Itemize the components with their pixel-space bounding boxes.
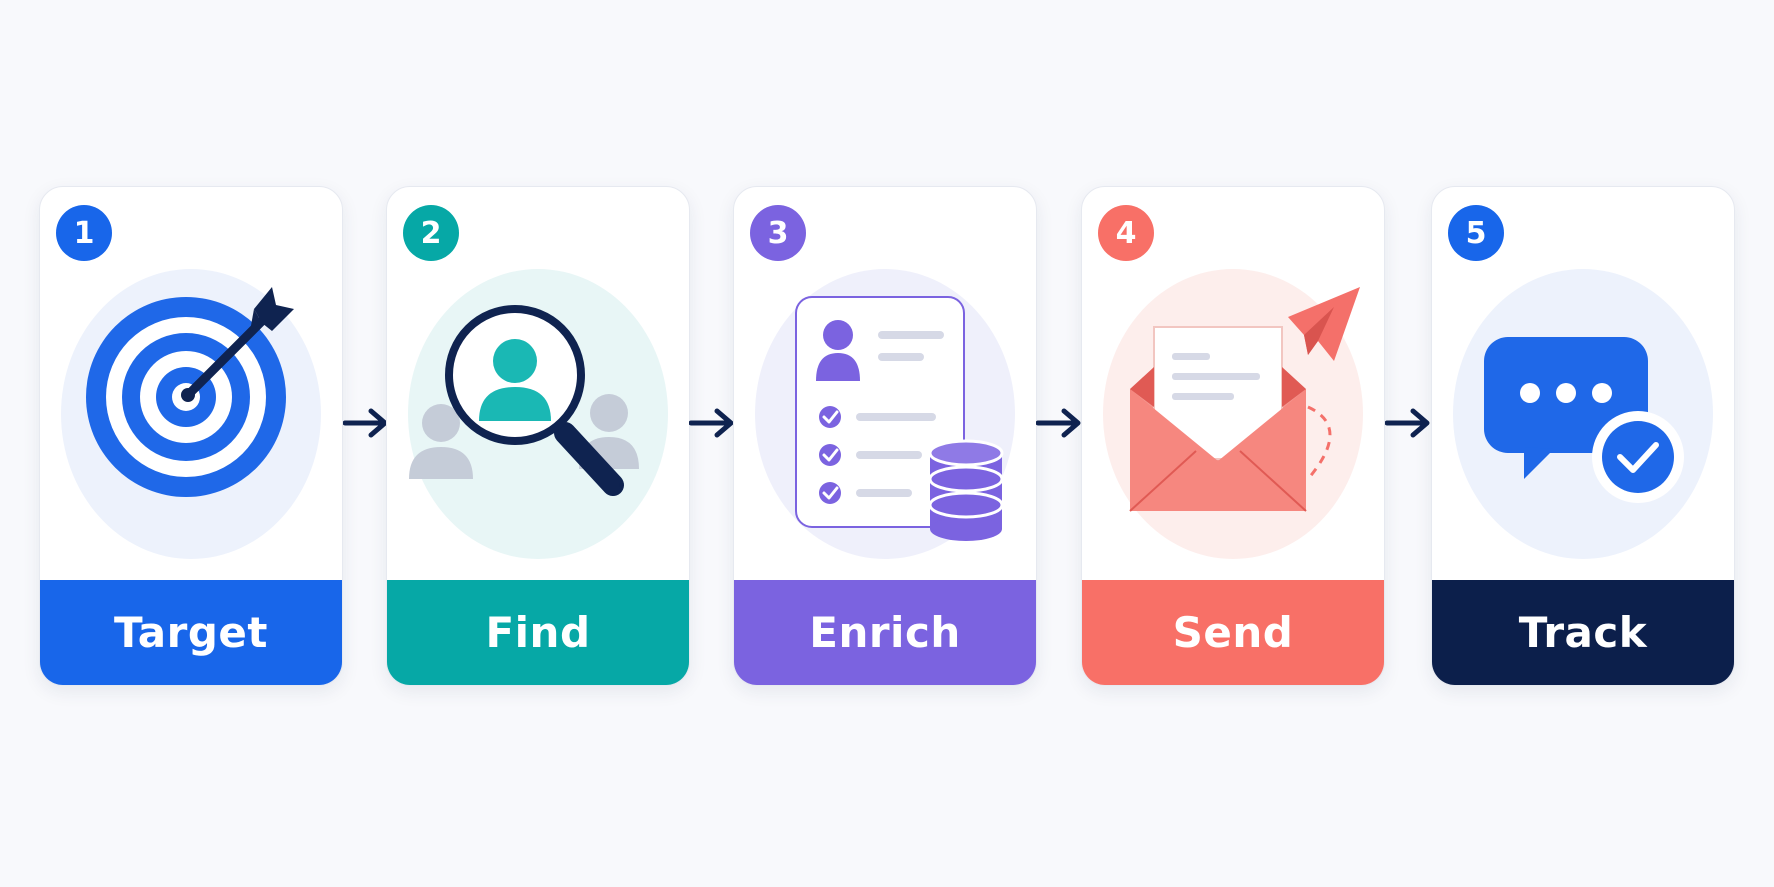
magnifier-people-icon (409, 305, 639, 496)
step-card-track: 5 Track (1431, 186, 1735, 686)
step-number-badge: 2 (403, 205, 459, 261)
step-number-badge: 5 (1448, 205, 1504, 261)
arrow-right-icon (689, 408, 734, 438)
envelope-paper-plane-icon (1129, 287, 1360, 512)
chat-check-icon (1484, 337, 1684, 503)
arrow-right-icon (1385, 408, 1430, 438)
target-arrow-icon (86, 287, 294, 497)
step-label-band: Enrich (734, 580, 1036, 685)
step-label-band: Send (1082, 580, 1384, 685)
step-label: Track (1518, 608, 1648, 657)
profile-database-icon (795, 296, 1004, 541)
step-number-badge: 4 (1098, 205, 1154, 261)
arrow-right-icon (343, 408, 388, 438)
step-label: Send (1172, 608, 1294, 657)
step-card-enrich: 3 Enrich (733, 186, 1037, 686)
step-card-find: 2 Find (386, 186, 690, 686)
step-label: Target (114, 608, 268, 657)
step-number-badge: 1 (56, 205, 112, 261)
step-card-send: 4 Send (1081, 186, 1385, 686)
step-card-target: 1 Target (39, 186, 343, 686)
step-label: Find (485, 608, 591, 657)
step-label: Enrich (809, 608, 961, 657)
arrow-right-icon (1036, 408, 1081, 438)
step-number-badge: 3 (750, 205, 806, 261)
step-label-band: Track (1432, 580, 1734, 685)
step-label-band: Find (387, 580, 689, 685)
step-label-band: Target (40, 580, 342, 685)
